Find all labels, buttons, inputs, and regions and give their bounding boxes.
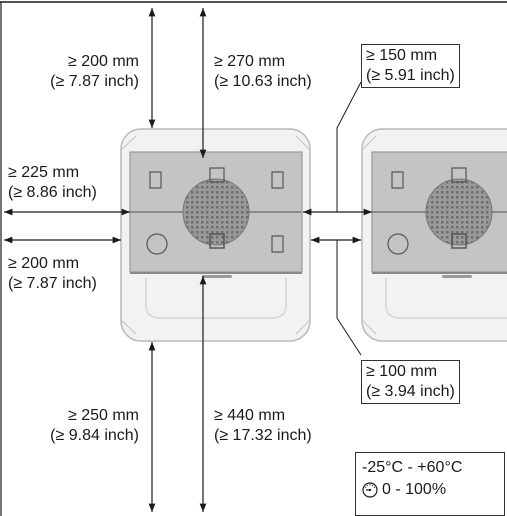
label-top-left: ≥ 200 mm (≥ 7.87 inch) [50,53,139,90]
label-bottom-center: ≥ 440 mm (≥ 17.32 inch) [214,407,312,444]
label-left-upper: ≥ 225 mm (≥ 8.86 inch) [8,164,97,201]
environment-box: -25°C - +60°C 0 - 100% [355,452,505,516]
humidity-gauge-icon [362,482,378,498]
temperature-text: -25°C - +60°C [362,459,463,476]
leader-line-100 [336,240,362,356]
label-right-lower: ≥ 100 mm (≥ 3.94 inch) [361,360,460,404]
label-top-right: ≥ 150 mm (≥ 5.91 inch) [361,44,460,88]
heater-unit-adjacent [361,128,507,342]
humidity-text: 0 - 100% [382,481,447,498]
label-top-center: ≥ 270 mm (≥ 10.63 inch) [214,53,312,90]
label-left-lower: ≥ 200 mm (≥ 7.87 inch) [8,255,97,292]
temperature-range: -25°C - +60°C [362,457,498,479]
leader-line-150 [336,81,362,212]
label-bottom-left: ≥ 250 mm (≥ 9.84 inch) [50,407,139,444]
humidity-range: 0 - 100% [362,479,498,501]
heater-unit-main [120,128,311,342]
